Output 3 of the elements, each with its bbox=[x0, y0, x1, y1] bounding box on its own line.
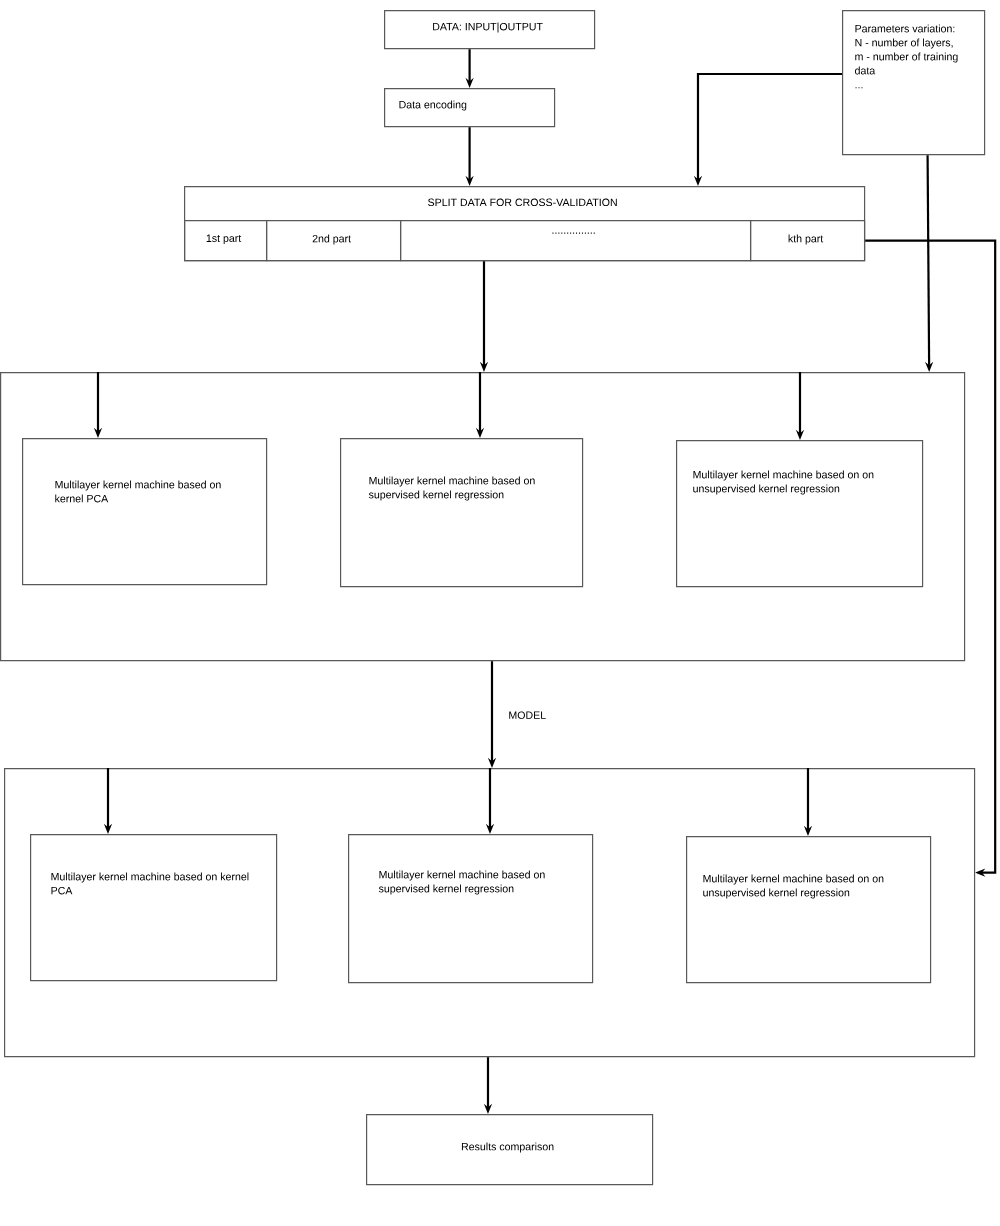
panel-box bbox=[4, 768, 976, 1058]
panel-box bbox=[0, 372, 966, 662]
arrow bbox=[865, 239, 997, 877]
